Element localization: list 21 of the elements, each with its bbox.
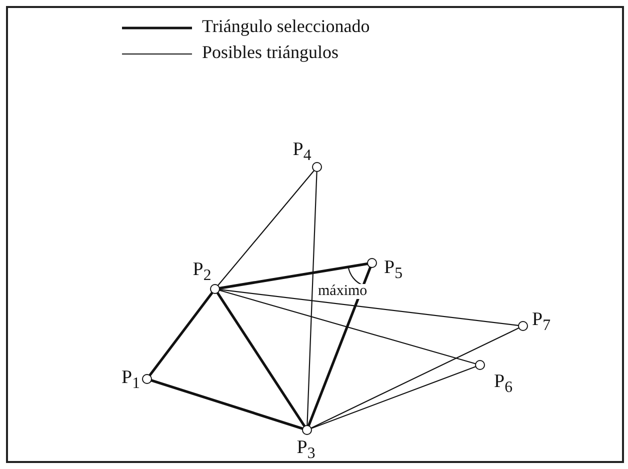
line-segment [306,171,318,426]
point-label: P$_{6}$ [494,372,512,396]
point-label: P$_{4}$ [292,140,312,164]
point-label: P$_{7}$ [532,310,550,334]
line-segment [218,170,314,286]
line-segment [216,292,306,428]
line-segment [219,289,519,326]
legend-label: Posibles triángulos [202,42,339,63]
angle-label: máximo [317,284,368,299]
line-segment [150,379,304,430]
line-segment [311,366,476,429]
line-segment [218,262,368,290]
line-segment [310,328,520,428]
legend-label: Triángulo seleccionado [202,16,370,37]
line-segment [219,290,476,364]
line-segment [308,266,372,427]
point-label: P$_{5}$ [384,258,402,282]
point-label: P$_{3}$ [296,438,316,462]
line-segment [148,292,214,376]
point-label: P$_{1}$ [122,368,140,392]
point-label: P$_{2}$ [192,260,212,284]
